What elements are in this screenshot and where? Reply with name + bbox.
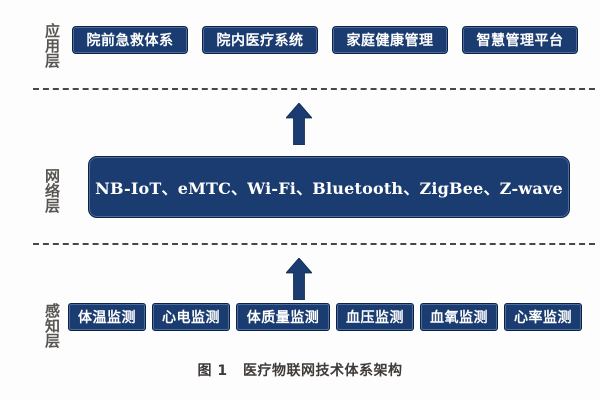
figure-caption-title: 医疗物联网技术体系架构 [243, 363, 403, 379]
perception-box-ecg[interactable]: 心电监测 [152, 303, 230, 331]
perception-box-label: 血压监测 [346, 310, 404, 326]
application-box-prehospital-emergency[interactable]: 院前急救体系 [72, 26, 188, 54]
perception-box-label: 心电监测 [162, 310, 220, 326]
arrow-up-icon-network-to-application [285, 102, 313, 146]
application-box-label: 院内医疗系统 [216, 33, 304, 49]
perception-box-blood-pressure[interactable]: 血压监测 [336, 303, 414, 331]
layer-label-network: 网络层 [43, 167, 61, 213]
application-box-home-health[interactable]: 家庭健康管理 [332, 26, 448, 54]
network-protocols-box[interactable]: NB-IoT、eMTC、Wi-Fi、Bluetooth、ZigBee、Z-wav… [88, 156, 570, 218]
perception-box-blood-oxygen[interactable]: 血氧监测 [420, 303, 498, 331]
layer-label-application: 应用层 [43, 22, 61, 68]
network-protocols-label: NB-IoT、eMTC、Wi-Fi、Bluetooth、ZigBee、Z-wav… [95, 179, 563, 198]
application-box-label: 家庭健康管理 [346, 33, 434, 49]
perception-box-label: 体质量监测 [246, 310, 320, 326]
perception-box-label: 血氧监测 [430, 310, 488, 326]
arrow-up-icon-perception-to-network [285, 257, 313, 301]
layer-divider-network-perception [33, 243, 595, 245]
perception-box-label: 体温监测 [78, 310, 136, 326]
perception-box-body-weight[interactable]: 体质量监测 [236, 303, 330, 331]
layer-label-perception: 感知层 [43, 302, 61, 348]
perception-box-heart-rate[interactable]: 心率监测 [504, 303, 582, 331]
figure-caption-number: 图 1 [197, 363, 228, 379]
layer-divider-application-network [33, 88, 595, 90]
application-box-smart-management[interactable]: 智慧管理平台 [462, 26, 578, 54]
application-box-inhospital-medical[interactable]: 院内医疗系统 [202, 26, 318, 54]
perception-box-label: 心率监测 [514, 310, 572, 326]
application-box-label: 院前急救体系 [86, 33, 174, 49]
application-box-label: 智慧管理平台 [476, 33, 564, 49]
figure-caption: 图 1 医疗物联网技术体系架构 [0, 360, 600, 380]
perception-box-body-temperature[interactable]: 体温监测 [68, 303, 146, 331]
